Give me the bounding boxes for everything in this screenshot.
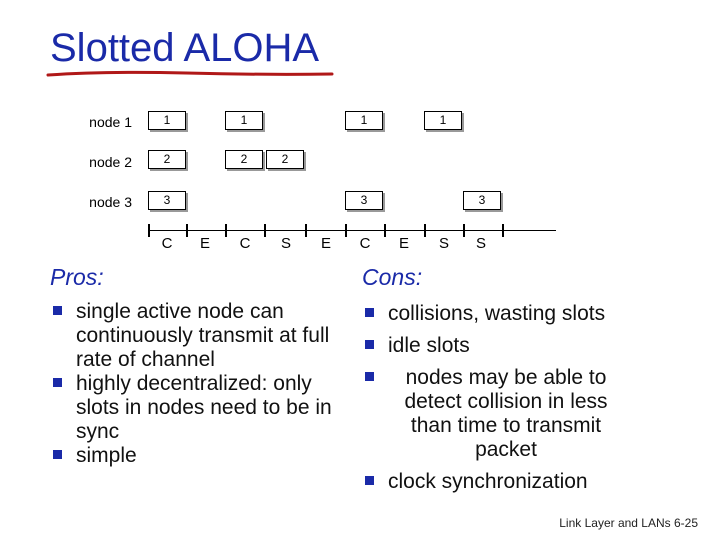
pros-item: single active node can continuously tran…	[52, 300, 342, 372]
slot-tick	[305, 224, 307, 237]
slot-outcome: E	[398, 235, 409, 252]
node-1-frame: 1	[345, 111, 383, 130]
node-1-label: node 1	[89, 114, 132, 130]
slot-outcome: C	[359, 235, 371, 252]
slot-tick	[345, 224, 347, 237]
pros-item: simple	[52, 444, 342, 468]
slot-outcome: C	[239, 235, 251, 252]
slide-footer: Link Layer and LANs 6-25	[559, 516, 698, 530]
slot-outcome: S	[280, 235, 291, 252]
slot-tick	[424, 224, 426, 237]
cons-item: nodes may be able to detect collision in…	[364, 366, 654, 462]
node-3-label: node 3	[89, 194, 132, 210]
bullet-square-icon	[53, 378, 62, 387]
bullet-square-icon	[365, 476, 374, 485]
title-underline	[46, 70, 334, 77]
node-3-frame: 3	[463, 191, 501, 210]
slide-title: Slotted ALOHA	[50, 26, 320, 70]
cons-item: collisions, wasting slots	[364, 302, 654, 326]
node-3-frame: 3	[345, 191, 383, 210]
cons-item: idle slots	[364, 334, 654, 358]
slot-outcome: C	[161, 235, 173, 252]
slot-tick	[148, 224, 150, 237]
slot-tick	[502, 224, 504, 237]
slot-tick	[264, 224, 266, 237]
cons-heading: Cons:	[362, 264, 423, 290]
bullet-square-icon	[365, 308, 374, 317]
node-1-frame: 1	[148, 111, 186, 130]
bullet-square-icon	[53, 306, 62, 315]
node-2-label: node 2	[89, 154, 132, 170]
cons-list: collisions, wasting slots idle slots nod…	[364, 302, 654, 494]
pros-heading: Pros:	[50, 264, 104, 290]
time-axis	[150, 230, 556, 231]
cons-item-text: nodes may be able to detect collision in…	[404, 366, 608, 461]
node-1-frame: 1	[225, 111, 263, 130]
bullet-square-icon	[365, 340, 374, 349]
slot-tick	[225, 224, 227, 237]
cons-item-text: idle slots	[388, 334, 470, 357]
bullet-square-icon	[53, 450, 62, 459]
pros-item: highly decentralized: only slots in node…	[52, 372, 342, 444]
slot-tick	[463, 224, 465, 237]
node-2-frame: 2	[225, 150, 263, 169]
slot-outcome: E	[199, 235, 210, 252]
cons-item-text: collisions, wasting slots	[388, 302, 606, 325]
slot-tick	[384, 224, 386, 237]
slot-outcome: S	[438, 235, 449, 252]
slot-tick	[186, 224, 188, 237]
node-2-frame: 2	[266, 150, 304, 169]
pros-list: single active node can continuously tran…	[52, 300, 342, 468]
pros-item-text: single active node can continuously tran…	[76, 300, 330, 371]
node-2-frame: 2	[148, 150, 186, 169]
slot-outcome: S	[475, 235, 486, 252]
node-3-frame: 3	[148, 191, 186, 210]
pros-item-text: highly decentralized: only slots in node…	[76, 372, 332, 443]
cons-item-text: clock synchronization	[388, 470, 588, 493]
node-1-frame: 1	[424, 111, 462, 130]
bullet-square-icon	[365, 372, 374, 381]
cons-item: clock synchronization	[364, 470, 654, 494]
pros-item-text: simple	[76, 444, 137, 467]
slot-outcome: E	[320, 235, 331, 252]
